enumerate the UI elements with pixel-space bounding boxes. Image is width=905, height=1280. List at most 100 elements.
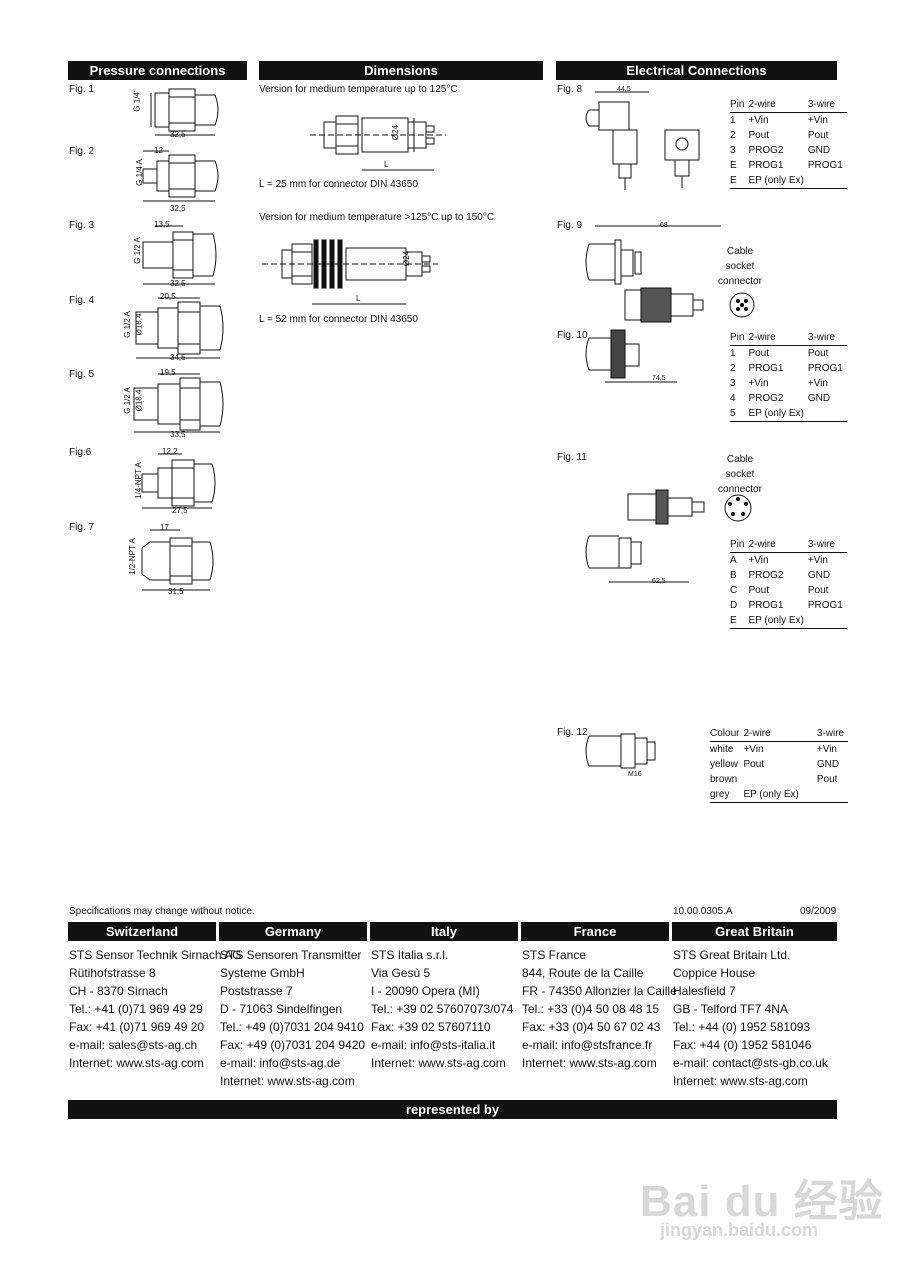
email-link[interactable]: e-mail: contact@sts-gb.co.uk (673, 1056, 828, 1070)
pin-cell (807, 613, 847, 629)
address-great-britain: STS Great Britain Ltd. Coppice House Hal… (673, 946, 828, 1090)
bayonet-connector-drawing (627, 489, 705, 525)
address-line: Coppice House (673, 966, 756, 980)
email-link[interactable]: e-mail: info@stsfrance.fr (522, 1038, 653, 1052)
pin-cell: PROG2 (748, 145, 784, 156)
document-number: 10.00.0305.A (673, 906, 733, 917)
pressure-connection-drawing (141, 453, 216, 509)
address-line: D - 71063 Sindelfingen (220, 1002, 343, 1016)
address-france: STS France 844, Route de la Caille FR - … (522, 946, 677, 1072)
m16-connector-drawing (585, 733, 656, 769)
address-germany: STS Sensoren Transmitter Systeme GmbH Po… (220, 946, 365, 1090)
country-header: France (521, 922, 669, 941)
cable-socket-label: Cable socket connector (710, 244, 770, 289)
pin-cell: +Vin (807, 115, 828, 126)
diameter-label: Ø18,4 (134, 389, 144, 412)
pin-cell: E (730, 160, 737, 171)
thread-label: G 1/2 A (122, 311, 132, 338)
pin-cell: 3 (730, 378, 736, 389)
address-line: Via Gesù 5 (371, 966, 431, 980)
fig-label: Fig. 2 (69, 146, 95, 157)
address-line: STS Sensoren Transmitter (220, 948, 362, 962)
pin-cell (807, 173, 847, 189)
pin-cell: Pout (807, 130, 829, 141)
address-line: 844, Route de la Caille (522, 966, 644, 980)
pin-cell: Pout (748, 130, 770, 141)
width-dimension: 31,5 (168, 587, 184, 596)
table-header: 3-wire (807, 97, 847, 113)
pressure-connection-drawing (133, 373, 224, 433)
pin-cell: E (730, 173, 749, 189)
fig-label: Fig. 1 (69, 84, 95, 95)
address-line: Tel.: +49 (0)7031 204 9410 (220, 1020, 364, 1034)
email-link[interactable]: e-mail: info@sts-italia.it (371, 1038, 496, 1052)
top-dimension: 19,5 (160, 368, 176, 377)
address-line: Fax: +33 (0)4 50 67 02 43 (522, 1020, 661, 1034)
table-header: 2-wire (748, 537, 808, 553)
pin-cell: PROG2 (748, 393, 784, 404)
email-link[interactable]: e-mail: info@sts-ag.de (220, 1056, 341, 1070)
table-header: Pin (730, 537, 749, 553)
socket-pinout-icon (724, 494, 752, 522)
website-link[interactable]: Internet: www.sts-ag.com (69, 1056, 204, 1070)
width-dimension: 34,5 (170, 353, 186, 362)
length-label: L (356, 294, 361, 303)
colour-cell (802, 787, 849, 803)
pin-cell: 2 (730, 130, 736, 141)
fig-label: Fig. 7 (69, 522, 95, 533)
dimensions-version1-note: L = 25 mm for connector DIN 43650 (259, 179, 418, 190)
thread-label: G 1/4" (132, 89, 142, 112)
address-line: Rütihofstrasse 8 (69, 966, 156, 980)
header-pressure-connections: Pressure connections (68, 61, 247, 80)
pin-cell: +Vin (807, 378, 828, 389)
dimension-label: M16 (628, 771, 642, 778)
dimension-label: 74,5 (652, 375, 666, 382)
fig-label: Fig. 5 (69, 369, 95, 380)
width-dimension: 32,5 (170, 279, 186, 288)
width-dimension: 32,5 (170, 130, 186, 139)
pin-cell: E (730, 613, 749, 629)
dimension-label: 68 (660, 222, 668, 229)
pin-cell: EP (only Ex) (748, 173, 808, 189)
length-label: L (384, 160, 389, 169)
address-line: Tel.: +39 02 57607073/074 (371, 1002, 514, 1016)
country-header: Switzerland (68, 922, 216, 941)
country-header: Germany (219, 922, 367, 941)
colour-cell: Pout (743, 759, 765, 770)
website-link[interactable]: Internet: www.sts-ag.com (371, 1056, 506, 1070)
pin-cell: A (730, 555, 737, 566)
fig-label: Fig. 8 (557, 84, 583, 95)
website-link[interactable]: Internet: www.sts-ag.com (522, 1056, 657, 1070)
pin-cell: B (730, 570, 737, 581)
colour-cell: brown (710, 774, 738, 785)
address-italy: STS Italia s.r.l. Via Gesù 5 I - 20090 O… (371, 946, 513, 1072)
pin-cell: +Vin (748, 555, 769, 566)
address-line: Halesfield 7 (673, 984, 736, 998)
pin-cell: Pout (807, 585, 829, 596)
colour-cell: yellow (710, 759, 738, 770)
address-line: Fax: +39 02 57607110 (371, 1020, 491, 1034)
address-line: STS Great Britain Ltd. (673, 948, 791, 962)
thread-label: 1/2-NPT A (127, 538, 137, 575)
transmitter-drawing-150 (262, 239, 438, 305)
address-line: Systeme GmbH (220, 966, 305, 980)
address-line: Fax: +41 (0)71 969 49 20 (69, 1020, 205, 1034)
pin-cell: PROG1 (748, 600, 784, 611)
colour-cell: EP (only Ex) (743, 787, 803, 803)
email-link[interactable]: e-mail: sales@sts-ag.ch (69, 1038, 198, 1052)
pressure-connection-drawing (141, 529, 214, 591)
website-link[interactable]: Internet: www.sts-ag.com (220, 1074, 355, 1088)
pin-cell: D (730, 600, 738, 611)
pin-cell: Pout (807, 348, 829, 359)
diameter-label: Ø24 (402, 250, 412, 267)
pressure-connection-drawing (142, 225, 217, 285)
fig-label: Fig. 4 (69, 295, 95, 306)
diameter-label: Ø18,4 (134, 313, 144, 336)
m12-connector-drawing (585, 225, 721, 323)
notice-text: Specifications may change without notice… (69, 906, 255, 917)
website-link[interactable]: Internet: www.sts-ag.com (673, 1074, 808, 1088)
table-header: 2-wire (748, 330, 808, 346)
address-line: Fax: +49 (0)7031 204 9420 (220, 1038, 366, 1052)
